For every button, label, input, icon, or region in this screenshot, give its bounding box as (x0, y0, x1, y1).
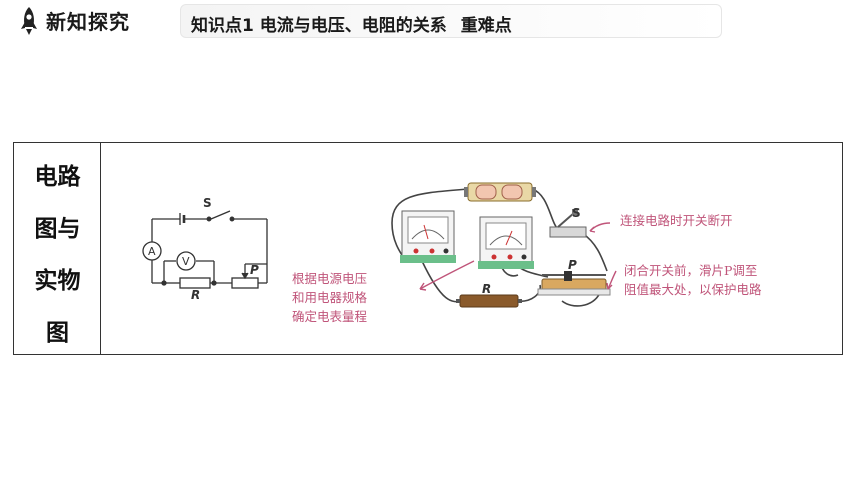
topic-box: 知识点1 电流与电压、电阻的关系重难点 (180, 4, 722, 38)
meter-annotation-line-2: 和用电器规格 (292, 290, 368, 305)
topic-title: 知识点1 电流与电压、电阻的关系重难点 (191, 11, 512, 36)
section-title: 新知探究 (46, 10, 130, 34)
row-label: 电路 图与 实物 图 (14, 143, 101, 354)
diagram-cell: S A V R P (102, 143, 842, 354)
switch-annotation: 连接电路时开关断开 (620, 213, 733, 228)
rheostat-annotation: 闭合开关前，滑片P调至 阻值最大处，以保护电路 (624, 261, 762, 299)
topic-name: 知识点1 电流与电压、电阻的关系 (191, 16, 447, 36)
row-label-line-4: 图 (46, 319, 69, 346)
meter-annotation-line-3: 确定电表量程 (292, 309, 368, 324)
ammeter-device (400, 210, 456, 263)
rheostat-annotation-line-1: 闭合开关前，滑片P调至 (624, 263, 758, 278)
voltmeter-device (478, 216, 534, 269)
topic-tag: 重难点 (460, 16, 512, 36)
rheostat-annotation-line-2: 阻值最大处，以保护电路 (624, 282, 762, 297)
circuit-diagram (142, 210, 268, 289)
row-label-line-2: 图与 (34, 215, 81, 242)
rheostat-device (537, 271, 611, 296)
content-table: 电路 图与 实物 图 (13, 142, 843, 355)
row-label-line-1: 电路 (34, 163, 81, 190)
circuit-ammeter-label: A (148, 245, 156, 258)
diagrams-svg: S A V R P (142, 182, 617, 308)
circuit-voltmeter-label: V (182, 255, 190, 268)
resistor-device (456, 294, 522, 308)
annotation-arrows (419, 222, 617, 291)
meter-annotation-line-1: 根据电源电压 (292, 271, 368, 286)
battery-pack (464, 182, 536, 202)
circuit-resistor-label: R (191, 288, 200, 302)
row-label-line-3: 实物 (34, 267, 81, 294)
meter-annotation: 根据电源电压 和用电器规格 确定电表量程 (292, 269, 367, 326)
header-bar: 新知探究 知识点1 电流与电压、电阻的关系重难点 (0, 0, 860, 40)
rocket-icon (21, 7, 37, 35)
circuit-rheostat-label: P (250, 263, 259, 277)
physical-resistor-label: R (482, 282, 491, 296)
physical-switch-label: S (572, 206, 581, 220)
circuit-switch-label: S (203, 196, 212, 210)
physical-rheostat-label: P (568, 258, 577, 272)
switch-device (549, 209, 587, 238)
